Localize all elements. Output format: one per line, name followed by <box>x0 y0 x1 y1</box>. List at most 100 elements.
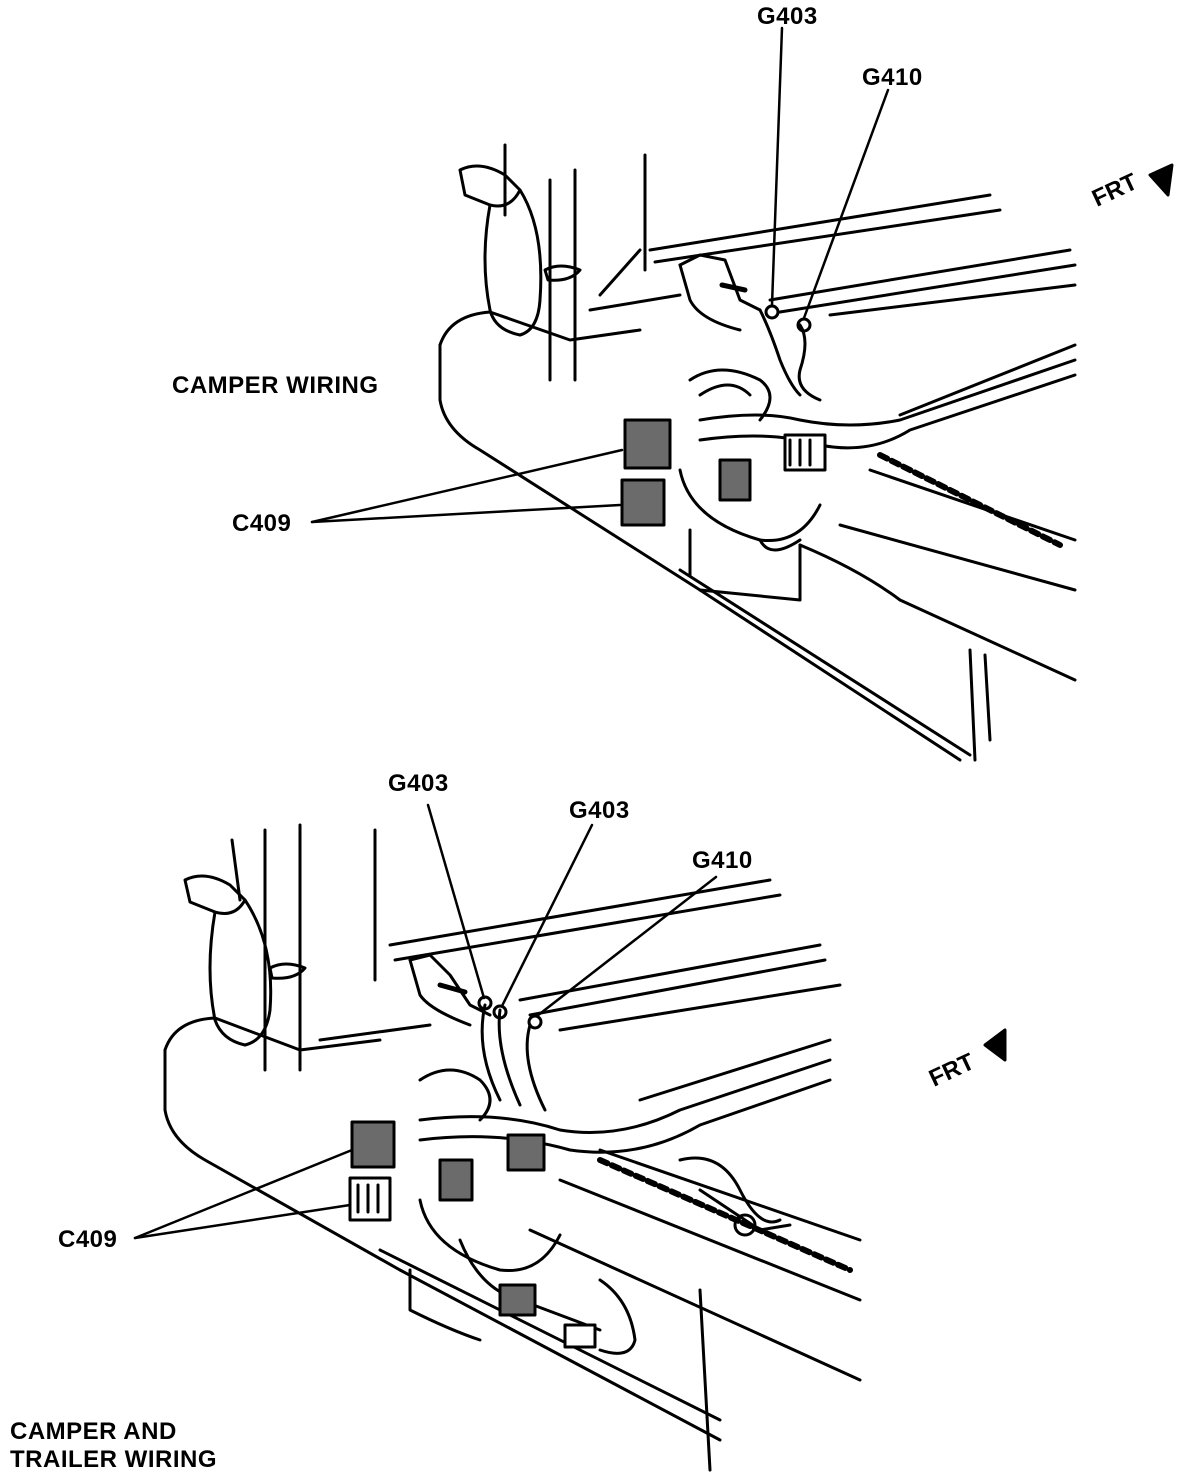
rail-ladder <box>597 1157 853 1273</box>
bed-rib <box>598 248 642 297</box>
bottom-frt-arrow <box>983 1028 1007 1062</box>
connector-pins <box>356 1183 380 1214</box>
top-c409-label: C409 <box>232 510 292 537</box>
bed-rib <box>528 958 827 1017</box>
bed-rib <box>778 263 1077 314</box>
lamp-outline <box>208 910 247 1047</box>
bumper-end <box>983 653 992 742</box>
lamp-outline <box>483 203 522 337</box>
lamp-outline <box>518 188 543 337</box>
ground-bracket <box>678 263 742 332</box>
harness <box>898 343 1077 417</box>
harness-loop <box>698 383 752 397</box>
ground-wire <box>797 323 822 402</box>
harness <box>698 358 1077 427</box>
bed-rib <box>653 208 1002 264</box>
bumper-top <box>163 1016 382 1052</box>
g403-leader-b <box>500 823 594 1008</box>
g403-eyelet <box>492 1004 508 1020</box>
ground-bracket <box>408 953 492 1017</box>
junction-block <box>506 1133 546 1172</box>
junction-pins <box>788 438 812 467</box>
bottom-view-title-line1: CAMPER AND <box>10 1418 177 1445</box>
bumper-end <box>968 648 977 762</box>
bed-rib <box>828 283 1077 317</box>
g410-leader <box>802 88 890 320</box>
bumper-front <box>438 343 702 592</box>
top-g410-label: G410 <box>862 64 923 91</box>
trailer-connector <box>498 1283 537 1317</box>
frame-rail <box>598 1148 862 1242</box>
bumper-corner <box>408 1268 482 1342</box>
bed-rib <box>588 293 682 312</box>
fitting <box>698 1188 792 1232</box>
bottom-g403-label-a: G403 <box>388 770 449 797</box>
hook <box>458 164 522 208</box>
harness <box>418 1078 832 1154</box>
bumper-end <box>698 1288 712 1472</box>
frame-rail <box>558 1178 862 1302</box>
lamp-outline <box>243 898 273 1047</box>
bottom-vehicle-drawing <box>163 823 862 1472</box>
ground-wire <box>497 1008 522 1107</box>
bottom-g410-label: G410 <box>692 847 753 874</box>
bumper-lower <box>798 543 1077 682</box>
frame-rail <box>868 468 1077 542</box>
junction-block <box>783 433 827 472</box>
bumper-top <box>438 310 642 347</box>
ground-bolt <box>719 282 748 293</box>
c409-connector-upper <box>623 418 672 470</box>
connector <box>438 1158 474 1202</box>
harness-loop <box>758 538 802 552</box>
ground-bracket <box>408 958 472 1027</box>
c409-leader <box>133 1148 354 1240</box>
post <box>230 838 242 902</box>
bumper-front <box>163 1048 402 1272</box>
fitting-ring <box>733 1213 757 1237</box>
bed-rib <box>318 1023 432 1042</box>
lamp-socket <box>543 264 582 282</box>
bumper-lower <box>528 1228 862 1382</box>
bumper-corner <box>698 543 802 602</box>
g410-eyelet <box>527 1014 543 1030</box>
lamp-socket <box>268 962 307 980</box>
c409-leader <box>310 503 622 524</box>
bed-rib <box>388 878 772 947</box>
c409-leader <box>310 448 624 524</box>
rail-ladder <box>877 452 1063 548</box>
connector <box>718 458 752 502</box>
bottom-g403-label-b: G403 <box>569 797 630 824</box>
bed-rib <box>768 248 1072 302</box>
ground-wire <box>525 1023 547 1112</box>
harness-loop <box>418 1068 492 1122</box>
g403-leader-a <box>426 803 486 1000</box>
c409-connector-upper <box>350 1120 396 1169</box>
harness <box>638 1038 832 1102</box>
top-leaders <box>310 26 890 524</box>
ground-wire <box>480 1003 502 1102</box>
bed-rib <box>518 943 822 1002</box>
bed-rib <box>558 983 842 1032</box>
bumper-edge <box>398 1268 722 1442</box>
ground-wire <box>758 308 802 397</box>
hook <box>183 874 247 915</box>
ground-bracket <box>678 253 762 312</box>
top-vehicle-drawing <box>438 143 1077 762</box>
bottom-view-title-line2: TRAILER WIRING <box>10 1446 217 1473</box>
g403-eyelet <box>764 304 780 320</box>
bottom-leaders <box>133 803 718 1240</box>
c409-leader <box>133 1203 352 1240</box>
trailer-harness <box>598 1278 637 1355</box>
fitting <box>678 1156 782 1224</box>
top-view-title: CAMPER WIRING <box>172 372 379 399</box>
harness <box>698 373 1077 450</box>
bottom-c409-label: C409 <box>58 1226 118 1253</box>
bumper-edge <box>678 568 972 757</box>
g403-leader <box>770 26 784 307</box>
harness <box>418 1058 832 1134</box>
bumper-edge <box>698 588 962 762</box>
g410-leader <box>535 875 718 1018</box>
c409-connector-lower <box>348 1176 392 1222</box>
bed-rib <box>393 893 782 962</box>
